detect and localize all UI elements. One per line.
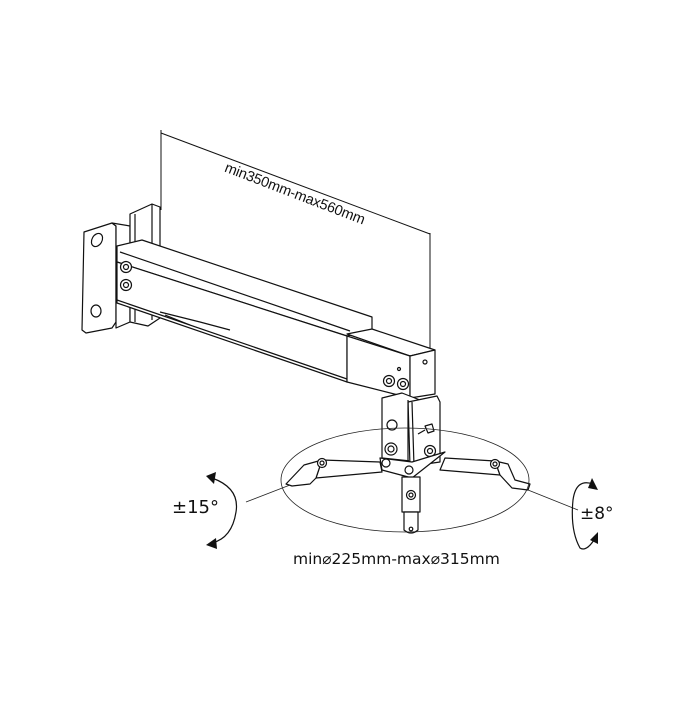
swivel-arrow-icon xyxy=(571,478,598,550)
swivel-angle-label: ±8° xyxy=(580,504,614,524)
plate-diameter-label: min⌀225mm-max⌀315mm xyxy=(293,550,500,568)
adjustment-range-ellipse xyxy=(280,427,530,533)
spider-mounting-plate xyxy=(285,451,531,534)
tilt-arrow-icon xyxy=(206,472,238,549)
telescopic-arm-outer xyxy=(116,239,373,383)
tilt-leader-line xyxy=(245,484,291,503)
swivel-leader-line xyxy=(527,489,579,511)
arm-length-dimension xyxy=(160,130,431,350)
tilt-joint xyxy=(381,392,441,467)
telescopic-arm-inner xyxy=(346,328,436,399)
tilt-angle-label: ±15° xyxy=(172,497,219,518)
